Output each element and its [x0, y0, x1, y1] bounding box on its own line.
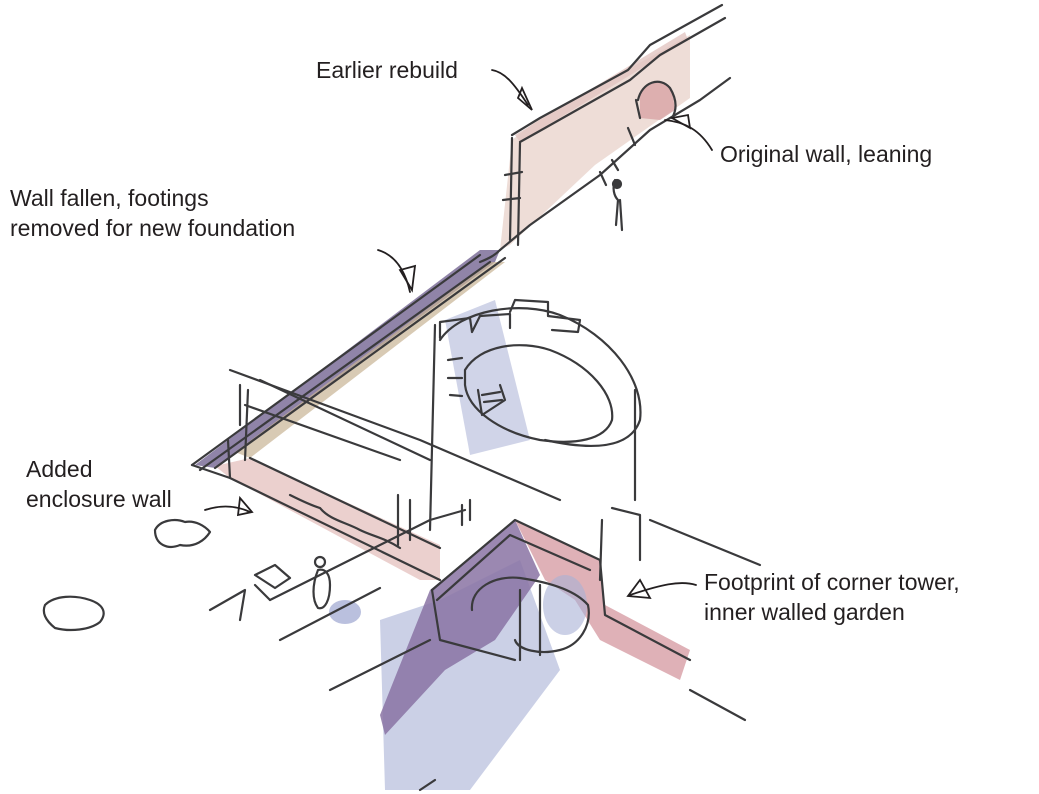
leader-fallen-arrow	[398, 264, 417, 293]
earlier-rebuild-text: Earlier rebuild	[316, 57, 458, 83]
rubble-clump-1	[153, 519, 212, 548]
leader-original-arrow	[669, 113, 692, 130]
ground-line-3	[243, 403, 402, 462]
wall-fallen-line-2: removed for new foundation	[10, 215, 296, 241]
tower-inner-hatch	[480, 390, 504, 404]
added-wall-texture	[288, 493, 402, 550]
near-figure-head	[313, 555, 327, 569]
added-wall-back	[248, 456, 442, 550]
figure-shadow-wash	[329, 600, 361, 624]
ground-line-6	[328, 638, 432, 692]
footprint-line-1: Footprint of corner tower,	[704, 569, 960, 595]
ground-line-2	[258, 378, 432, 462]
rubble-clump-2	[42, 595, 105, 632]
label-original-wall: Original wall, leaning	[720, 139, 932, 169]
leaning-opening	[634, 80, 677, 120]
footprint-right-post	[598, 506, 642, 582]
tower-shadow-wash	[445, 300, 530, 455]
leader-footprint-arrow	[626, 578, 652, 600]
footprint-inner	[435, 533, 592, 602]
ground-arrow	[208, 583, 272, 622]
upper-wall-top-edge-2	[518, 16, 727, 144]
wall-fallen-line-1: Wall fallen, footings	[10, 185, 209, 211]
tower-battlement-2	[508, 298, 582, 334]
added-line-2: enclosure wall	[26, 486, 172, 512]
tower-inner-steps	[446, 356, 464, 398]
fallen-wall-tan-wash	[235, 262, 505, 458]
garden-inner-wash	[543, 575, 587, 635]
leader-lines	[204, 69, 713, 600]
tower-top-rim-outer	[438, 307, 642, 448]
rebuild-block	[501, 136, 524, 247]
leader-fallen	[377, 249, 411, 293]
ground-line-1	[228, 368, 562, 502]
footprint-pink-wash	[515, 520, 690, 680]
ground-line-8	[648, 518, 762, 567]
wall-rubble-marks	[598, 126, 637, 187]
leader-earlier-rebuild	[491, 69, 529, 106]
label-earlier-rebuild: Earlier rebuild	[316, 55, 458, 85]
original-wall-text: Original wall, leaning	[720, 141, 933, 167]
leader-original-wall	[664, 119, 713, 151]
near-figure-body	[312, 568, 332, 610]
rebuild-notch	[478, 248, 502, 264]
upper-wall-wash	[500, 35, 690, 250]
added-line-1: Added	[26, 456, 93, 482]
upper-wall-base	[498, 76, 732, 252]
ground-line-7	[418, 778, 437, 792]
upper-wall-top-wash	[515, 32, 688, 142]
leader-added-arrow	[236, 495, 254, 517]
label-added-enclosure: Added enclosure wall	[26, 454, 172, 514]
distant-figure-head	[611, 178, 623, 190]
footprint-purple-wash	[380, 520, 540, 735]
garden-inner-pillar	[518, 583, 542, 662]
ink-lines	[42, 3, 762, 792]
leaning-wall-patch	[640, 82, 675, 120]
ground-line-9	[688, 688, 747, 722]
leader-footprint	[629, 582, 697, 596]
label-footprint: Footprint of corner tower, inner walled …	[704, 567, 960, 627]
added-wall-wash	[215, 458, 440, 580]
ground-line-5	[278, 586, 382, 642]
color-washes	[195, 32, 690, 790]
tower-left-side	[428, 323, 437, 532]
leader-added	[204, 505, 251, 513]
tower-top-rim-inner	[463, 344, 614, 443]
tower-battlement-1	[438, 312, 512, 340]
upper-wall-top-edge	[510, 3, 724, 137]
corner-post-1	[226, 383, 250, 480]
leader-earlier-arrow	[516, 85, 533, 111]
fallen-wall-edge-2	[198, 260, 492, 472]
small-post-2	[460, 498, 472, 527]
fallen-wall-edge-1	[190, 253, 482, 467]
garden-ring	[470, 576, 590, 654]
fallen-wall-edge-3	[213, 256, 507, 470]
label-wall-fallen: Wall fallen, footings removed for new fo…	[10, 183, 295, 243]
tower-inner-wall-a	[476, 383, 507, 417]
small-post-1	[396, 493, 412, 547]
footprint-line-2: inner walled garden	[704, 599, 905, 625]
footprint-left-edge	[430, 588, 517, 662]
rubble-clump-3	[253, 563, 292, 590]
